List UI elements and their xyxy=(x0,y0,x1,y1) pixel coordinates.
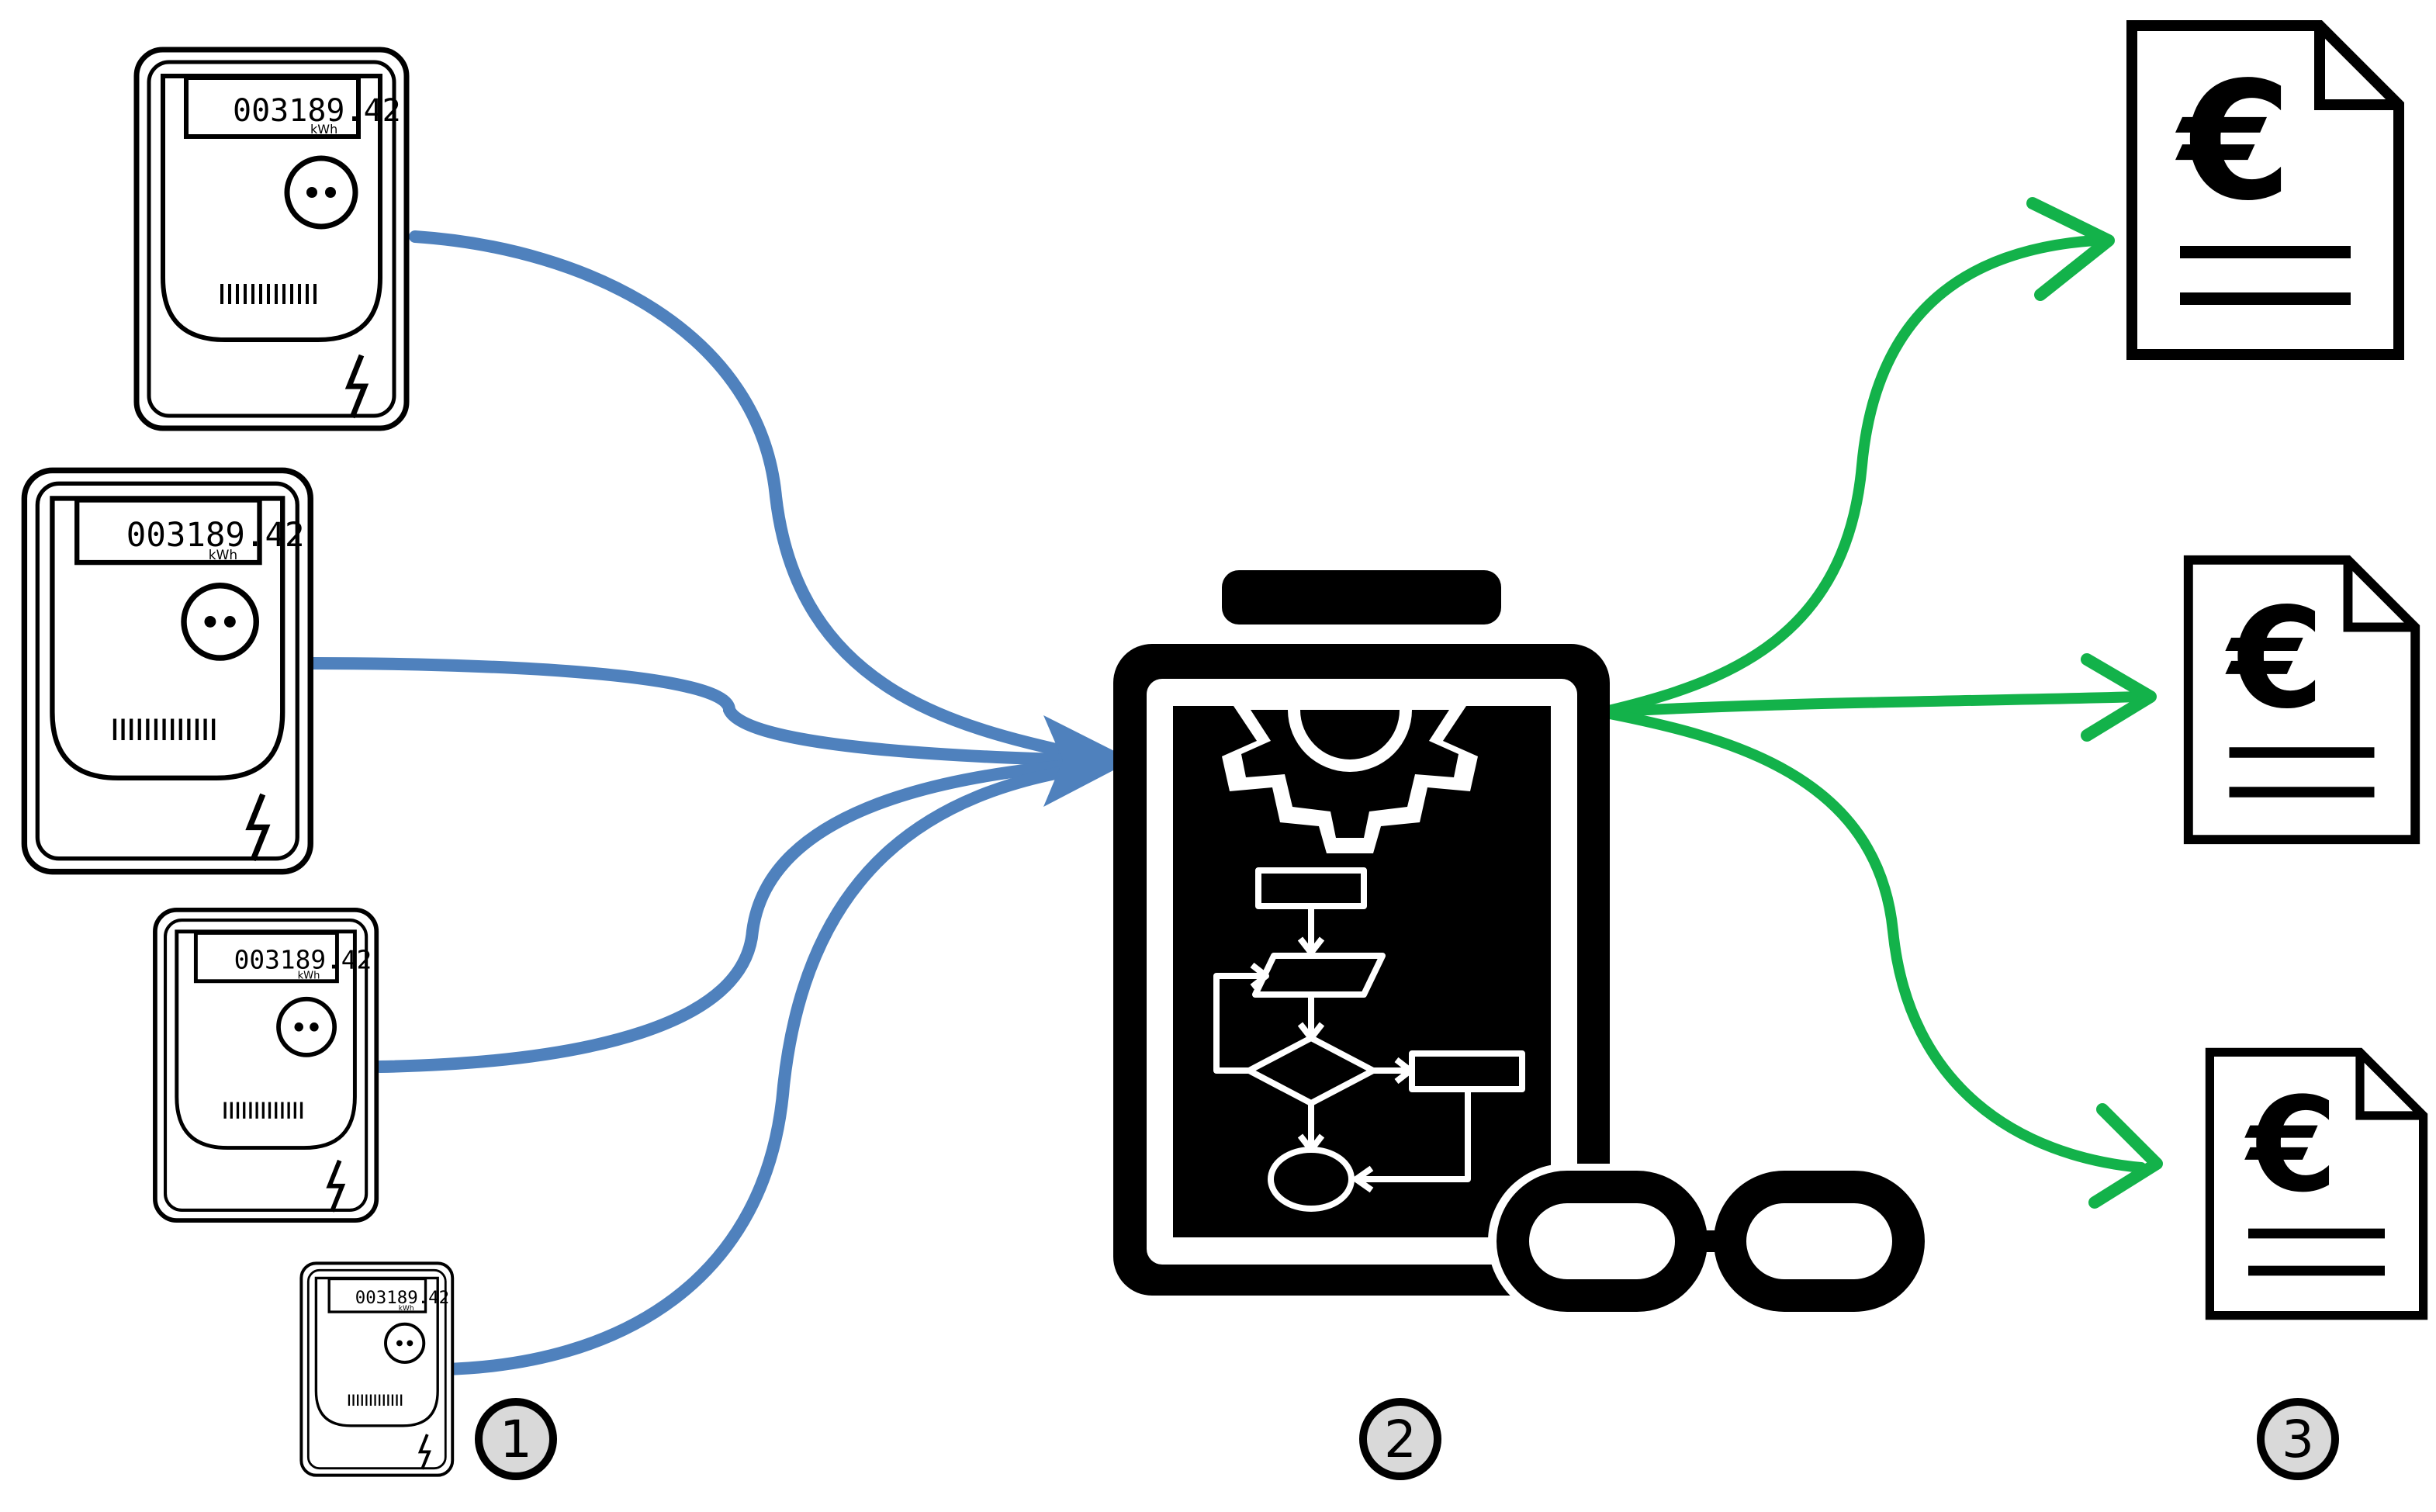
output-arrowheads xyxy=(2026,197,2163,1209)
euro-invoice-1: € xyxy=(2132,26,2399,355)
arrowhead-invoice-1 xyxy=(2026,197,2115,301)
flowchart-icon xyxy=(1213,867,1525,1212)
euro-invoice-2: € xyxy=(2189,560,2415,839)
step-number: 1 xyxy=(500,1410,532,1469)
meter-small: 003189.42 kWh xyxy=(299,1261,455,1477)
arrowhead-invoice-3 xyxy=(2088,1103,2163,1209)
meter-unit: kWh xyxy=(399,1305,414,1313)
chain-link-icon xyxy=(1488,1164,1925,1319)
input-arrows xyxy=(306,230,1092,1375)
arrow-invoice-2 xyxy=(1597,691,2147,718)
output-arrows xyxy=(1597,235,2147,1173)
step-number: 3 xyxy=(2282,1410,2314,1469)
meter-reading: 003189.42 xyxy=(234,945,372,974)
step-badge-2: 2 xyxy=(1359,1398,1441,1480)
meter-unit: kWh xyxy=(298,970,320,981)
meter-reading: 003189.42 xyxy=(355,1288,449,1308)
meter-unit: kWh xyxy=(209,547,237,562)
step-badge-3: 3 xyxy=(2257,1398,2339,1480)
meter-reading: 003189.42 xyxy=(233,93,401,129)
euro-invoice-3: € xyxy=(2209,1052,2423,1315)
meter-large-2: 003189.42 kWh xyxy=(24,470,310,871)
meter-reading: 003189.42 xyxy=(126,516,305,554)
arrow-meter-1 xyxy=(409,230,1092,763)
meter-unit: kWh xyxy=(310,122,337,137)
arrow-meter-2 xyxy=(306,657,1092,766)
arrow-invoice-1 xyxy=(1597,235,2100,718)
gear-icon xyxy=(1222,706,1478,853)
euro-symbol: € xyxy=(2244,1069,2337,1221)
meter-medium: 003189.42 kWh xyxy=(155,910,376,1220)
arrow-invoice-3 xyxy=(1597,707,2147,1173)
step-badge-1: 1 xyxy=(475,1398,557,1480)
euro-symbol: € xyxy=(2225,579,2324,740)
meter-large-1: 003189.42 kWh xyxy=(137,50,407,428)
input-arrowhead xyxy=(1043,715,1133,807)
arrow-meter-3 xyxy=(374,758,1092,1073)
arrowhead-invoice-2 xyxy=(2081,653,2157,742)
euro-symbol: € xyxy=(2175,47,2292,237)
clipboard-clip xyxy=(1222,570,1501,625)
arrow-meter-4 xyxy=(436,762,1092,1375)
processing-clipboard-icon xyxy=(1113,570,1925,1319)
step-number: 2 xyxy=(1384,1410,1417,1469)
